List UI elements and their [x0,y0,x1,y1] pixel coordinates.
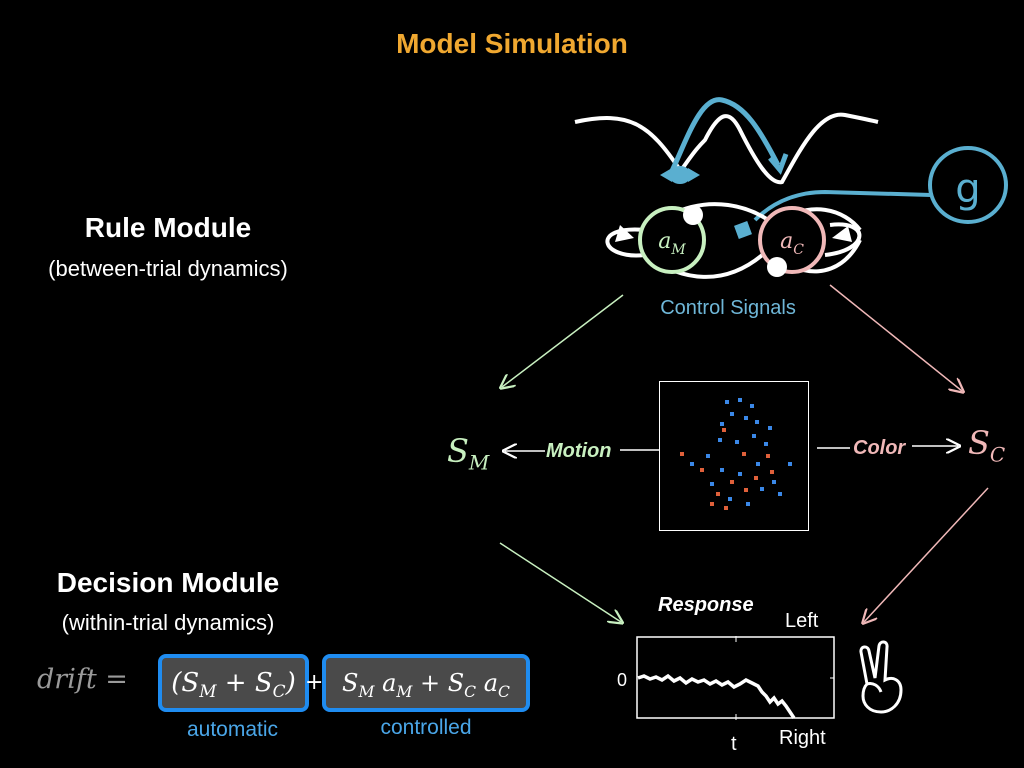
energy-landscape [574,112,879,185]
self-excite-arrow-left [615,225,634,242]
controlled-term-box: SM aM + SC aC [322,654,530,712]
rule-network-diagram: g aM aC [574,97,1008,279]
decision-module-subtitle: (within-trial dynamics) [61,610,275,635]
automatic-term-box: (SM + SC) [158,654,309,712]
response-time-label: t [731,733,737,755]
goal-node [928,146,1008,224]
color-node [758,206,826,274]
arrow-control-to-sc [829,284,962,391]
response-plot [636,636,835,720]
arrow-sm-to-response [499,542,621,622]
arrow-control-to-sm [502,294,624,387]
hand-two-fingers-icon [859,640,903,714]
controlled-term: SM aM + SC aC [342,669,510,701]
inhibition-dot-bottom [767,257,787,277]
equation-plus: + [305,670,324,695]
response-zero-label: 0 [617,670,628,690]
decision-module-heading: Decision Module [56,567,280,598]
s-motion-label: SM [447,432,490,475]
rule-module-heading: Rule Module [84,212,252,243]
state-trajectory [667,97,781,177]
stimulus-dots [680,398,792,510]
trajectory-arrowhead [768,153,789,175]
self-excite-arrow-right [832,226,852,242]
color-node-label: aC [780,229,804,258]
motion-node [638,206,706,274]
goal-connection [753,189,932,222]
automatic-label: automatic [186,718,279,741]
s-color-label: SC [968,424,1006,467]
response-trace [637,673,796,719]
stimulus-display [659,381,809,531]
response-left-label: Left [785,610,819,632]
response-right-label: Right [779,727,826,749]
page-title: Model Simulation [396,28,628,59]
arrow-sc-to-response [864,487,989,622]
equation-lhs: drift = [37,664,128,695]
color-label: Color [853,437,906,459]
response-title: Response [658,594,754,616]
inhibition-dot-top [683,205,703,225]
controlled-label: controlled [380,716,472,739]
control-signals-label: Control Signals [660,297,796,319]
motion-label: Motion [546,440,612,462]
automatic-term: (SM + SC) [171,668,296,702]
goal-label: g [955,166,980,212]
rule-module-subtitle: (between-trial dynamics) [48,256,288,281]
network-outer-loop [605,227,862,279]
state-ball [669,166,691,184]
goal-connection-end [734,221,752,239]
